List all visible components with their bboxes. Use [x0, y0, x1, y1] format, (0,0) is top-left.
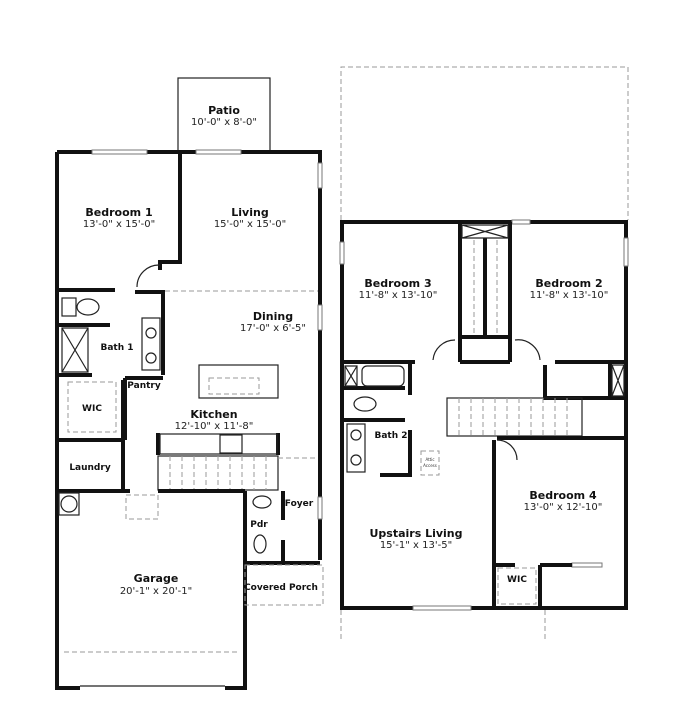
bedroom-2-name: Bedroom 2 [535, 277, 602, 290]
upstairs-living-name: Upstairs Living [369, 527, 462, 540]
upper-exterior-wall [340, 220, 628, 610]
vanity [141, 317, 161, 371]
attic-label: Attic [425, 457, 434, 462]
patio-size: 10'-0" x 8'-0" [191, 117, 257, 128]
dining-size: 17'-0" x 6'-5" [240, 323, 306, 334]
kitchen-island [198, 364, 279, 399]
access-label: Access [423, 463, 437, 468]
window [317, 304, 323, 331]
bedroom-4-size: 13'-0" x 12'-10" [524, 502, 603, 513]
water-heater [58, 492, 80, 516]
patio-name: Patio [208, 104, 240, 117]
window [317, 496, 323, 520]
bedroom-3-size: 11'-8" x 13'-10" [359, 290, 438, 301]
bedroom-1-name: Bedroom 1 [85, 206, 152, 219]
dining-name: Dining [253, 310, 293, 323]
bathtub [361, 365, 405, 387]
door-swing [432, 339, 541, 361]
living-size: 15'-0" x 15'-0" [214, 219, 286, 230]
foyer-label: Foyer [285, 499, 314, 509]
bedroom-3-name: Bedroom 3 [364, 277, 431, 290]
roof-outline [340, 66, 629, 220]
pdr-label: Pdr [250, 520, 268, 530]
toilet [61, 297, 77, 317]
pantry-label: Pantry [127, 381, 161, 391]
toilet-bowl [76, 298, 100, 316]
range [219, 434, 243, 454]
sink [208, 377, 260, 395]
upstairs-living-size: 15'-1" x 13'-5" [380, 540, 452, 551]
stairs [157, 455, 279, 491]
covered-porch-label: Covered Porch [244, 583, 318, 593]
kitchen-counter [159, 433, 278, 455]
window [317, 162, 323, 189]
wic-label: WIC [82, 404, 102, 414]
upper-wic-label: WIC [507, 575, 527, 585]
living-name: Living [231, 206, 268, 219]
bath-2-label: Bath 2 [374, 431, 407, 441]
bedroom-2-size: 11'-8" x 13'-10" [530, 290, 609, 301]
bath-1-label: Bath 1 [100, 343, 133, 353]
attic-access [420, 450, 440, 476]
shower [61, 327, 89, 373]
window [195, 149, 242, 155]
kitchen-name: Kitchen [190, 408, 237, 421]
window [91, 149, 148, 155]
door-swing [496, 439, 518, 461]
garage-steps [125, 494, 159, 520]
kitchen-size: 12'-10" x 11'-8" [175, 421, 254, 432]
covered-porch [244, 564, 324, 606]
upper-floor: Bath 2 Attic Access WIC Bedroom 3 11'-8"… [339, 66, 629, 640]
garage-name: Garage [134, 572, 179, 585]
vanity [346, 423, 366, 473]
toilet [353, 396, 377, 412]
garage-size: 20'-1" x 20'-1" [120, 586, 192, 597]
bedroom-1-size: 13'-0" x 15'-0" [83, 219, 155, 230]
door-swing [136, 264, 161, 288]
sink [252, 495, 272, 509]
main-floor: Bath 1 WIC Pantry Laundry Garage 20' [55, 77, 324, 690]
bedroom-4-name: Bedroom 4 [529, 489, 597, 502]
toilet [253, 534, 267, 554]
stairs [446, 397, 583, 437]
laundry-label: Laundry [69, 463, 111, 473]
